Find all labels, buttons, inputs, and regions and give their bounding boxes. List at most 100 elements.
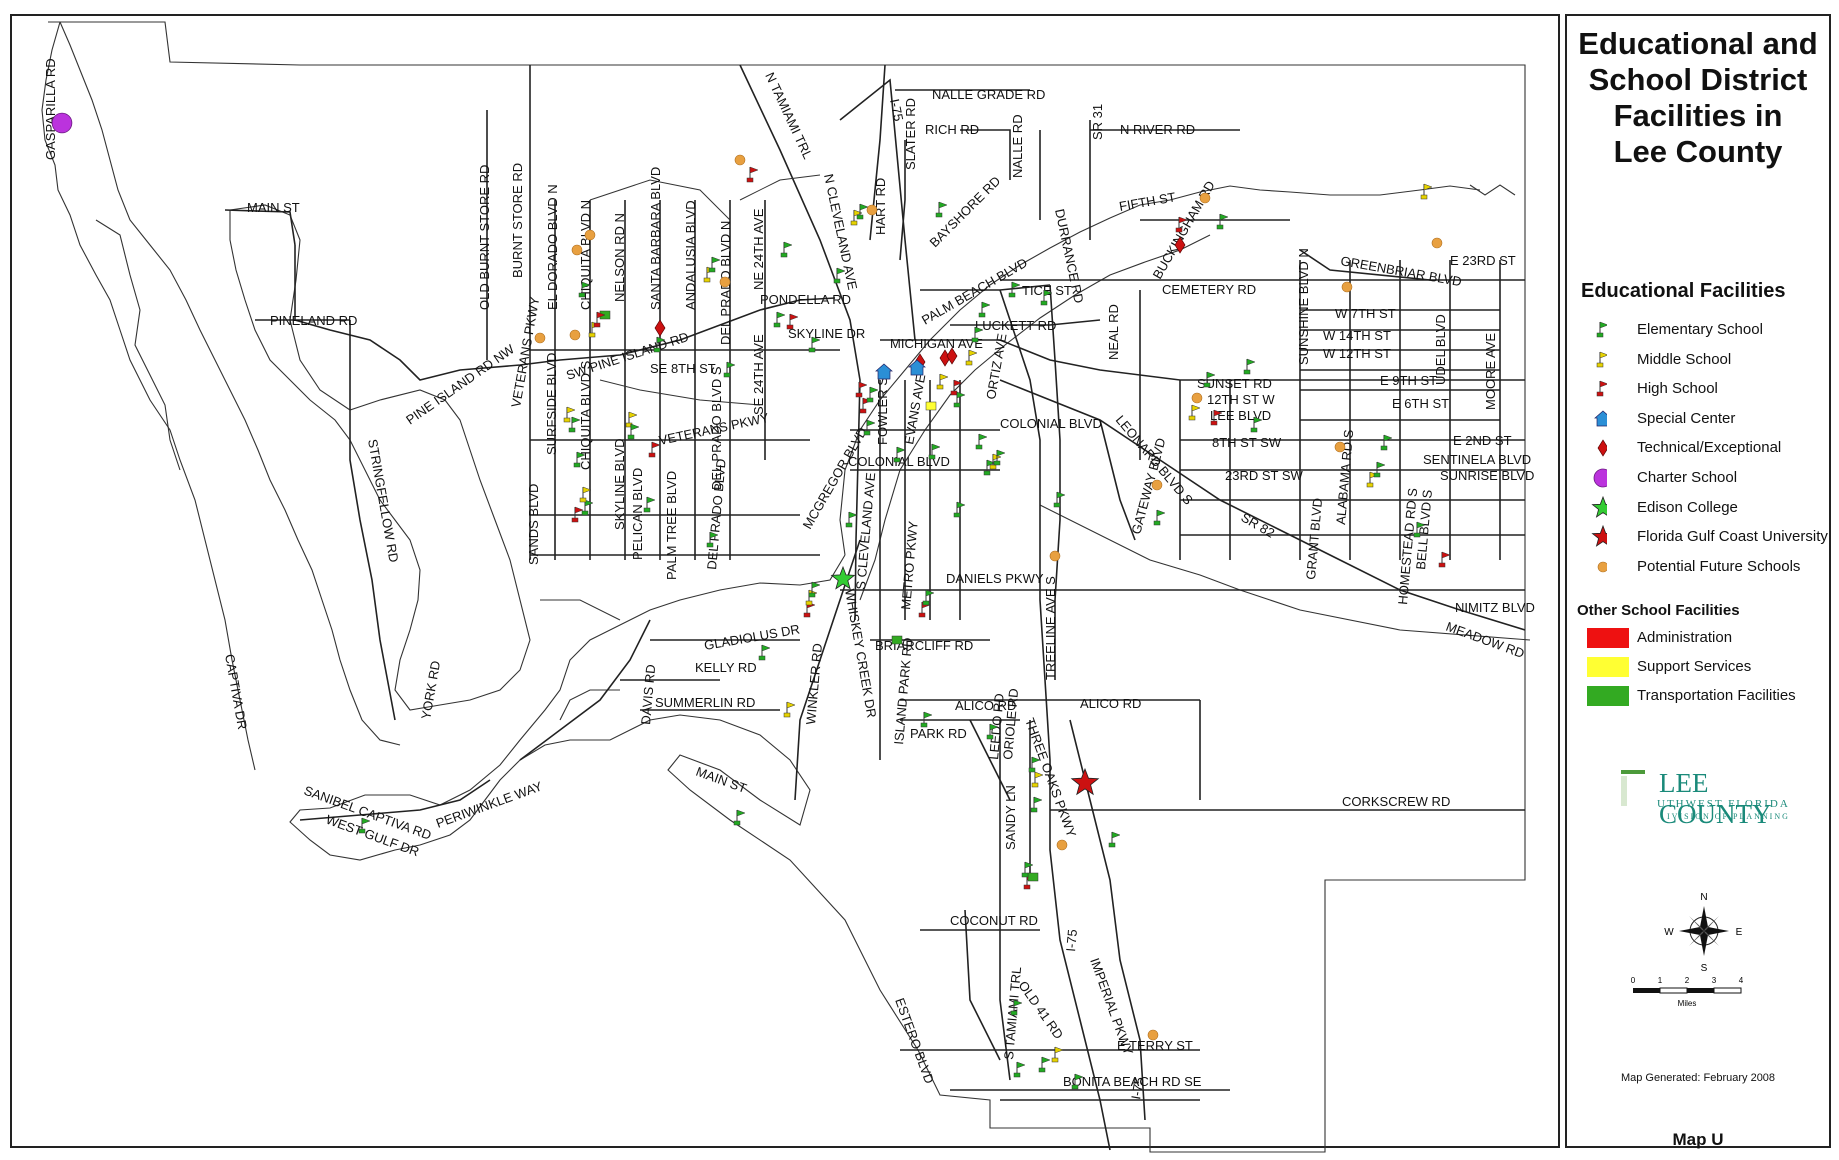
high-school-marker[interactable] — [1175, 216, 1188, 233]
high-school-marker[interactable] — [571, 506, 584, 523]
middle-school-marker[interactable] — [936, 373, 949, 390]
elementary-school-marker[interactable] — [706, 531, 719, 548]
high-school-marker[interactable] — [593, 311, 606, 328]
high-school-marker[interactable] — [855, 381, 868, 398]
elementary-school-marker[interactable] — [1040, 289, 1053, 306]
elementary-school-marker[interactable] — [1216, 213, 1229, 230]
elementary-school-marker[interactable] — [1013, 1061, 1026, 1078]
elementary-school-marker[interactable] — [758, 644, 771, 661]
elementary-school-marker[interactable] — [568, 416, 581, 433]
elementary-school-marker[interactable] — [581, 499, 594, 516]
elementary-school-marker[interactable] — [1071, 1073, 1084, 1090]
middle-school-marker[interactable] — [579, 486, 592, 503]
elementary-school-marker[interactable] — [863, 419, 876, 436]
elementary-school-marker[interactable] — [1030, 796, 1043, 813]
future-school-marker[interactable] — [734, 154, 746, 166]
elementary-school-marker[interactable] — [975, 433, 988, 450]
elementary-school-marker[interactable] — [808, 336, 821, 353]
future-school-marker[interactable] — [571, 244, 583, 256]
elementary-school-marker[interactable] — [953, 501, 966, 518]
elementary-school-marker[interactable] — [1038, 1056, 1051, 1073]
edison-college-marker[interactable] — [830, 565, 856, 590]
elementary-school-marker[interactable] — [653, 336, 666, 353]
elementary-school-marker[interactable] — [935, 201, 948, 218]
elementary-school-marker[interactable] — [808, 581, 821, 598]
future-school-marker[interactable] — [1199, 192, 1211, 204]
technical-school-marker[interactable] — [946, 347, 958, 365]
elementary-school-marker[interactable] — [627, 423, 640, 440]
middle-school-marker[interactable] — [1188, 404, 1201, 421]
elementary-school-marker[interactable] — [856, 203, 869, 220]
elementary-school-marker[interactable] — [1413, 521, 1426, 538]
future-school-marker[interactable] — [1334, 441, 1346, 453]
elementary-school-marker[interactable] — [922, 589, 935, 606]
elementary-school-marker[interactable] — [993, 449, 1006, 466]
support-services-marker[interactable] — [925, 401, 937, 411]
future-school-marker[interactable] — [584, 229, 596, 241]
future-school-marker[interactable] — [866, 204, 878, 216]
elementary-school-marker[interactable] — [953, 391, 966, 408]
special-center-marker[interactable] — [908, 359, 926, 376]
elementary-school-marker[interactable] — [1008, 281, 1021, 298]
elementary-school-marker[interactable] — [1010, 999, 1023, 1016]
elementary-school-marker[interactable] — [358, 817, 371, 834]
elementary-school-marker[interactable] — [573, 451, 586, 468]
middle-school-marker[interactable] — [1051, 1046, 1064, 1063]
elementary-school-marker[interactable] — [733, 809, 746, 826]
elementary-school-marker[interactable] — [1153, 509, 1166, 526]
technical-school-marker[interactable] — [654, 319, 666, 337]
future-school-marker[interactable] — [534, 332, 546, 344]
special-center-marker[interactable] — [875, 363, 893, 380]
elementary-school-marker[interactable] — [773, 311, 786, 328]
future-school-marker[interactable] — [1151, 479, 1163, 491]
elementary-school-marker[interactable] — [920, 711, 933, 728]
elementary-school-marker[interactable] — [1243, 358, 1256, 375]
elementary-school-marker[interactable] — [780, 241, 793, 258]
elementary-school-marker[interactable] — [1028, 756, 1041, 773]
transportation-facility-marker[interactable] — [891, 635, 903, 645]
elementary-school-marker[interactable] — [1380, 434, 1393, 451]
high-school-marker[interactable] — [1438, 551, 1451, 568]
elementary-school-marker[interactable] — [845, 511, 858, 528]
high-school-marker[interactable] — [648, 441, 661, 458]
transportation-facility-marker[interactable] — [1027, 872, 1039, 882]
high-school-marker[interactable] — [746, 166, 759, 183]
middle-school-marker[interactable] — [625, 411, 638, 428]
future-school-marker[interactable] — [1056, 839, 1068, 851]
elementary-school-marker[interactable] — [971, 326, 984, 343]
future-school-marker[interactable] — [1431, 237, 1443, 249]
elementary-school-marker[interactable] — [1053, 491, 1066, 508]
elementary-school-marker[interactable] — [1203, 371, 1216, 388]
elementary-school-marker[interactable] — [1108, 831, 1121, 848]
elementary-school-marker[interactable] — [983, 459, 996, 476]
elementary-school-marker[interactable] — [1021, 861, 1034, 878]
middle-school-marker[interactable] — [1031, 771, 1044, 788]
middle-school-marker[interactable] — [783, 701, 796, 718]
future-school-marker[interactable] — [1191, 392, 1203, 404]
technical-school-marker[interactable] — [1174, 236, 1186, 254]
elementary-school-marker[interactable] — [978, 301, 991, 318]
future-school-marker[interactable] — [719, 276, 731, 288]
elementary-school-marker[interactable] — [1250, 416, 1263, 433]
future-school-marker[interactable] — [1049, 550, 1061, 562]
elementary-school-marker[interactable] — [578, 281, 591, 298]
fgcu-marker[interactable] — [1070, 767, 1100, 796]
elementary-school-marker[interactable] — [833, 267, 846, 284]
charter-school-marker[interactable] — [51, 112, 73, 134]
elementary-school-marker[interactable] — [643, 496, 656, 513]
elementary-school-marker[interactable] — [928, 443, 941, 460]
high-school-marker[interactable] — [950, 379, 963, 396]
elementary-school-marker[interactable] — [723, 361, 736, 378]
elementary-school-marker[interactable] — [893, 446, 906, 463]
elementary-school-marker[interactable] — [986, 723, 999, 740]
future-school-marker[interactable] — [569, 329, 581, 341]
high-school-marker[interactable] — [786, 313, 799, 330]
future-school-marker[interactable] — [1147, 1029, 1159, 1041]
high-school-marker[interactable] — [1210, 409, 1223, 426]
elementary-school-marker[interactable] — [1373, 461, 1386, 478]
middle-school-marker[interactable] — [965, 349, 978, 366]
elementary-school-marker[interactable] — [866, 386, 879, 403]
future-school-marker[interactable] — [1341, 281, 1353, 293]
middle-school-marker[interactable] — [850, 209, 863, 226]
